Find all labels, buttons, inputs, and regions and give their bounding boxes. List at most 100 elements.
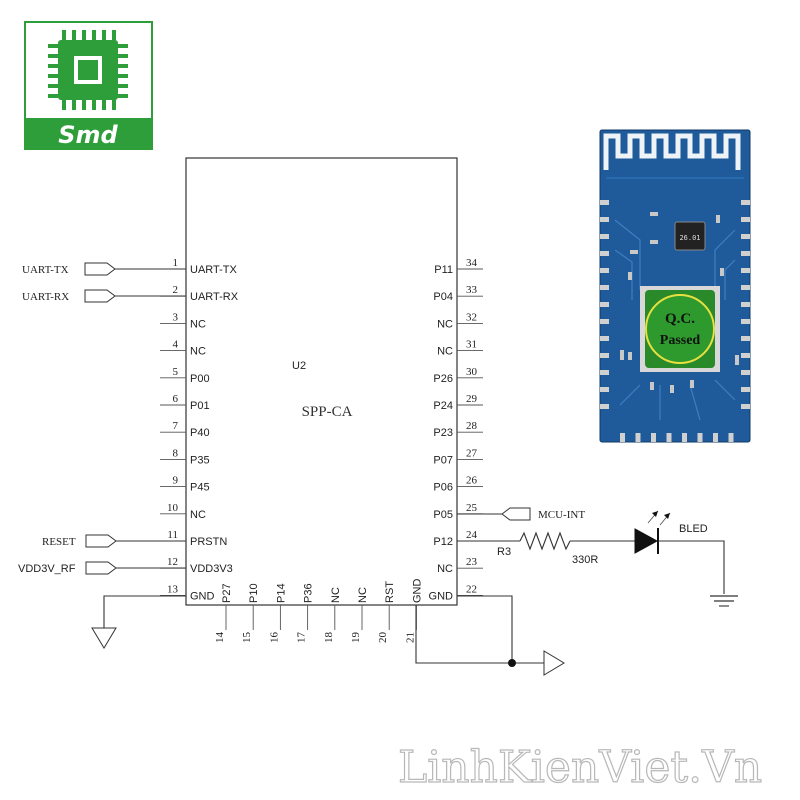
ic-body xyxy=(185,157,458,606)
ic-pin-4: 4NC xyxy=(160,339,206,358)
pin-number: 4 xyxy=(173,339,179,351)
bluetooth-module-photo: 26.01 Q.C. Passed xyxy=(599,129,751,443)
pin-name: NC xyxy=(190,346,206,358)
led-label: BLED xyxy=(679,523,708,535)
ic-part-name: SPP-CA xyxy=(302,404,353,420)
module-bottom-pads xyxy=(620,433,734,442)
pin-name: NC xyxy=(437,346,453,358)
ground-net-right xyxy=(415,595,565,676)
pin-name: P07 xyxy=(433,454,453,466)
ic-right-pins: 34P1133P0432NC31NC30P2629P2428P2327P0726… xyxy=(429,257,483,602)
resistor-value: 330R xyxy=(572,554,598,566)
chip-text-qc: Q.C. xyxy=(665,311,695,327)
ic-designator: U2 xyxy=(292,360,306,372)
pin-name: UART-RX xyxy=(190,291,239,303)
pin-name: VDD3V3 xyxy=(190,563,233,575)
pin-name: NC xyxy=(357,587,369,603)
pin-number: 34 xyxy=(466,257,478,269)
port-uart-tx: UART-TX xyxy=(22,262,186,276)
port-reset-label: RESET xyxy=(42,536,76,548)
port-mcu-int-label: MCU-INT xyxy=(538,509,585,521)
pin-name: GND xyxy=(429,590,454,602)
pin-name: P23 xyxy=(433,427,453,439)
watermark-text: LinhKienViet.Vn xyxy=(398,742,762,793)
pin-name: NC xyxy=(437,318,453,330)
pin-name: P40 xyxy=(190,427,210,439)
pin-name: P11 xyxy=(434,264,453,276)
port-uart-rx-label: UART-RX xyxy=(22,291,69,303)
ic-pin-20: 20 RST xyxy=(377,581,396,643)
pin-name: P10 xyxy=(248,583,260,603)
pin-name: NC xyxy=(437,563,453,575)
port-vdd3v-rf: VDD3V_RF xyxy=(18,561,186,575)
ic-pin-16: 16 P14 xyxy=(268,583,287,643)
pin-number: 14 xyxy=(214,632,226,644)
pin-name: NC xyxy=(190,509,206,521)
pin-number: 11 xyxy=(167,529,178,541)
pin-name: P14 xyxy=(275,583,287,603)
pin-number: 22 xyxy=(466,583,477,595)
pin-name: PRSTN xyxy=(190,536,227,548)
ic-pin-3: 3NC xyxy=(160,311,206,330)
ic-pin-18: 18 NC xyxy=(323,587,342,643)
pin-name: P26 xyxy=(433,373,453,385)
pin-name: NC xyxy=(190,318,206,330)
pin-number: 25 xyxy=(466,502,478,514)
pin-number: 9 xyxy=(173,475,179,487)
pin-number: 16 xyxy=(268,632,280,644)
pin-name: P06 xyxy=(433,482,453,494)
pin-number: 29 xyxy=(466,393,478,405)
resistor-r3: R3 330R xyxy=(457,531,635,566)
pin-name: P04 xyxy=(433,291,453,303)
pin-number: 33 xyxy=(466,284,478,296)
pin-name: P01 xyxy=(190,400,210,412)
pin-name: UART-TX xyxy=(190,264,238,276)
pin-number: 18 xyxy=(323,632,335,644)
pin-number: 23 xyxy=(466,556,478,568)
pin-number: 20 xyxy=(377,632,389,644)
port-uart-rx: UART-RX xyxy=(22,289,186,303)
pin-number: 13 xyxy=(167,583,179,595)
pin-number: 31 xyxy=(466,339,477,351)
pin-number: 5 xyxy=(173,366,179,378)
pin-name: RST xyxy=(384,581,396,603)
pin-number: 2 xyxy=(173,284,179,296)
pin-name: P00 xyxy=(190,373,210,385)
pin-number: 7 xyxy=(173,420,179,432)
ground-symbol-led xyxy=(710,595,738,607)
pin-number: 3 xyxy=(173,311,179,323)
pin-number: 28 xyxy=(466,420,478,432)
pin-name: NC xyxy=(330,587,342,603)
pin-number: 32 xyxy=(466,311,477,323)
pin-name: P12 xyxy=(433,536,453,548)
pin-number: 1 xyxy=(173,257,179,269)
pin-number: 27 xyxy=(466,447,478,459)
port-uart-tx-label: UART-TX xyxy=(22,264,69,276)
pin-name: P05 xyxy=(433,509,453,521)
led-bled: BLED xyxy=(634,510,725,594)
logo-text: Smd xyxy=(58,121,118,149)
pin-number: 12 xyxy=(167,556,178,568)
pin-number: 8 xyxy=(173,447,179,459)
pin-number: 30 xyxy=(466,366,478,378)
pin-number: 26 xyxy=(466,475,478,487)
pin-name: GND xyxy=(190,590,215,602)
